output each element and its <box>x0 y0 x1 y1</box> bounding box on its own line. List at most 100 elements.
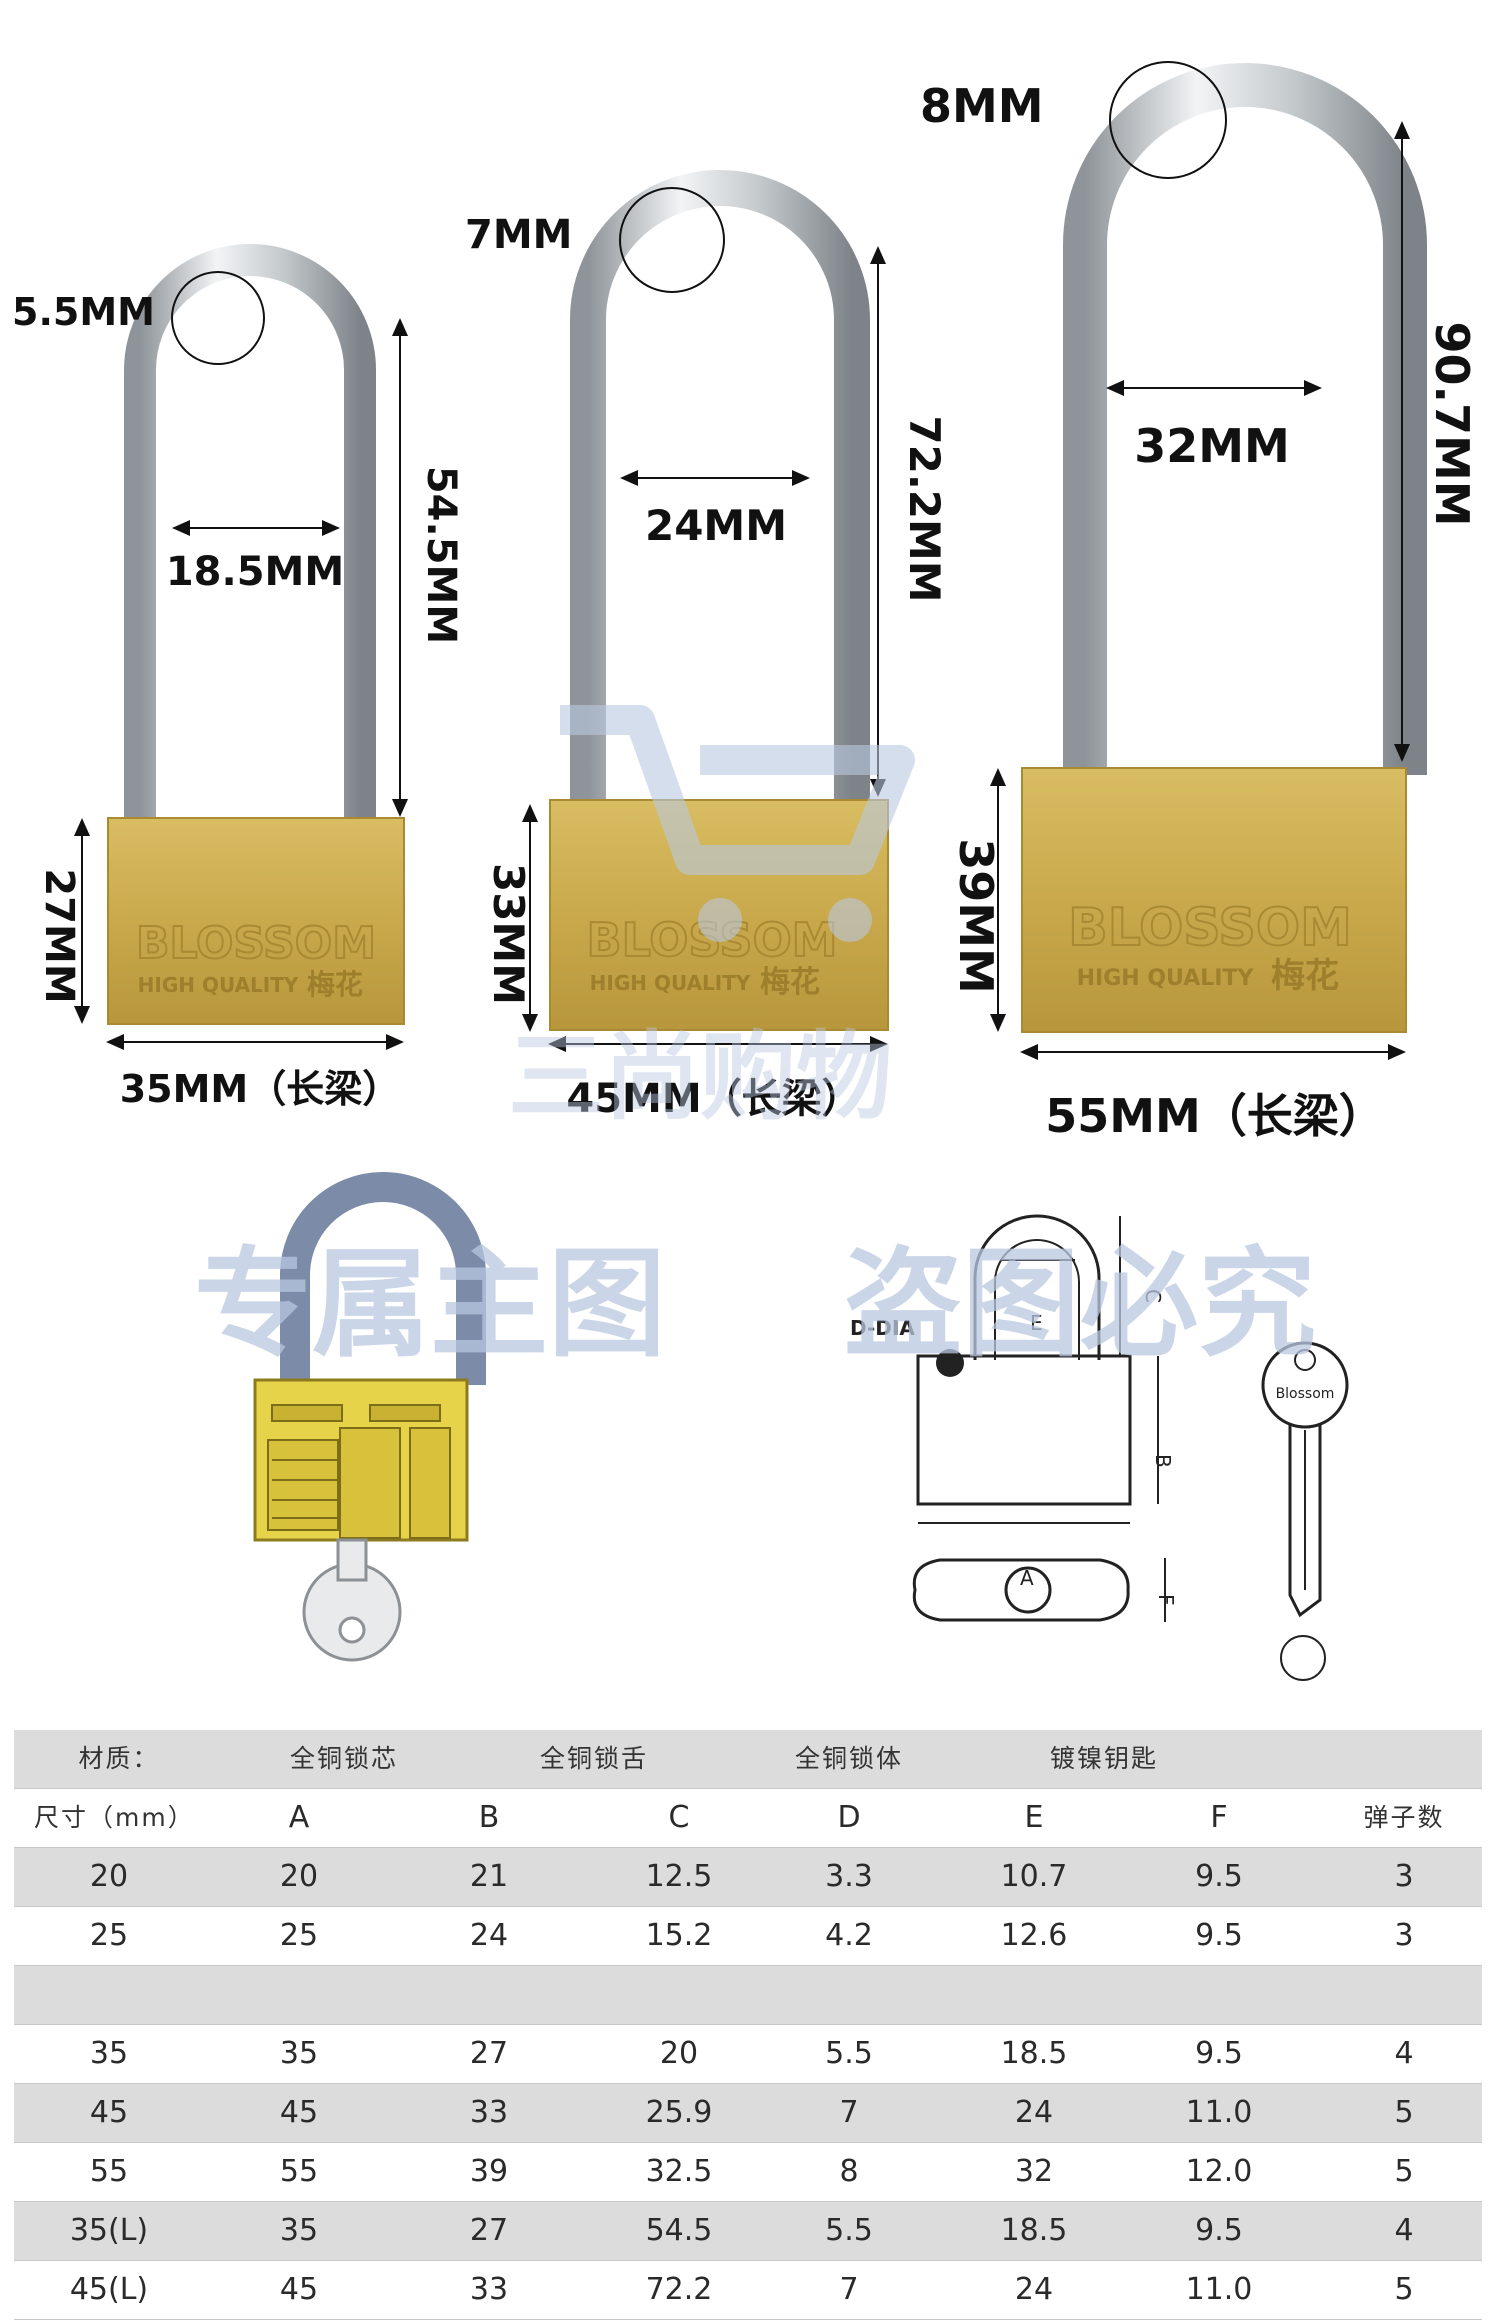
body-width-label: 35MM（长梁） <box>120 1067 401 1111</box>
brand-cn: 梅花 <box>760 965 820 1000</box>
header-c: C <box>668 1800 690 1835</box>
cart-icon <box>560 705 915 875</box>
table-cell: 45 <box>279 2272 319 2307</box>
brand-tagline: HIGH QUALITY <box>590 971 751 995</box>
table-cell: 33 <box>469 2272 509 2307</box>
shackle <box>570 170 870 805</box>
header-b: B <box>478 1800 500 1835</box>
table-cell: 5.5 <box>825 2036 873 2071</box>
material-tongue: 全铜锁舌 <box>539 1744 648 1773</box>
body-width-label: 45MM（长梁） <box>566 1076 861 1122</box>
table-cell: 9.5 <box>1195 2036 1243 2071</box>
table-cell: 32 <box>1014 2154 1054 2189</box>
body-height-label: 27MM <box>36 868 82 1003</box>
table-cell: 3.3 <box>825 1859 873 1894</box>
key-brand: Blossom <box>1276 1386 1335 1402</box>
diagram-label-c: C <box>1141 1289 1165 1303</box>
lock-body <box>107 817 405 1025</box>
table-row: 25 25 24 15.2 4.2 12.6 9.5 3 <box>14 1907 1482 1966</box>
diagram-label-f: F <box>1154 1594 1178 1606</box>
table-cell: 11.0 <box>1185 2095 1253 2130</box>
body-height-label: 39MM <box>949 838 1003 994</box>
table-cell: 20 <box>659 2036 699 2071</box>
table-cell: 27 <box>469 2213 509 2248</box>
inner-width-label: 32MM <box>1134 419 1290 473</box>
table-cell: 7 <box>839 2272 859 2307</box>
table-cell: 25.9 <box>645 2095 713 2130</box>
inner-width-label: 18.5MM <box>166 549 344 595</box>
watermark-left: 专属主图 <box>194 1235 666 1373</box>
table-cell: 72.2 <box>645 2272 713 2307</box>
technical-diagram: D-DIA E C B A F Blossom <box>850 1214 1349 1681</box>
table-row-empty <box>14 1966 1482 2025</box>
brand-tagline: HIGH QUALITY <box>1077 966 1255 991</box>
height-label: 72.2MM <box>900 415 949 602</box>
diagram-label-d: D-DIA <box>850 1316 915 1340</box>
table-cell: 24 <box>1014 2095 1054 2130</box>
table-cell: 54.5 <box>645 2213 713 2248</box>
diagram-bottom-view <box>912 1558 1130 1622</box>
table-cell: 4 <box>1394 2036 1414 2071</box>
body-width-label: 55MM（长梁） <box>1045 1089 1385 1143</box>
shackle-dia-label: 8MM <box>920 79 1044 133</box>
brand-cn: 梅花 <box>307 968 363 1001</box>
shackle-dia-label: 5.5MM <box>12 290 155 334</box>
header-f: F <box>1210 1800 1228 1835</box>
brand-cn: 梅花 <box>1271 956 1339 996</box>
header-row: 尺寸（mm） A B C D E F 弹子数 <box>14 1789 1482 1848</box>
diagram-label-a: A <box>1020 1566 1034 1590</box>
table-cell: 10.7 <box>1000 1859 1068 1894</box>
shackle-dia-marker <box>171 271 265 365</box>
table-cell: 5.5 <box>825 2213 873 2248</box>
table-cell: 9.5 <box>1195 1859 1243 1894</box>
header-size: 尺寸（mm） <box>34 1803 195 1832</box>
cutaway-lock <box>253 1172 486 1662</box>
table-cell: 18.5 <box>1000 2213 1068 2248</box>
header-pins: 弹子数 <box>1363 1803 1445 1832</box>
table-cell: 4.2 <box>825 1918 873 1953</box>
table-cell: 9.5 <box>1195 2213 1243 2248</box>
inner-width-label: 24MM <box>645 501 787 550</box>
table-cell: 9.5 <box>1195 1918 1243 1953</box>
table-cell: 3 <box>1394 1859 1414 1894</box>
table-cell: 21 <box>469 1859 509 1894</box>
store-watermark-text: 三尚购物 <box>508 1021 892 1133</box>
table-cell: 24 <box>469 1918 509 1953</box>
table-cell: 25 <box>89 1918 129 1953</box>
material-core: 全铜锁芯 <box>289 1744 398 1773</box>
key-head <box>1261 1341 1349 1429</box>
table-cell: 11.0 <box>1185 2272 1253 2307</box>
shackle <box>1063 63 1427 775</box>
table-cell: 12.5 <box>645 1859 713 1894</box>
spec-table: 材质： 全铜锁芯 全铜锁舌 全铜锁体 镀镍钥匙 尺寸（mm） A B C D E… <box>14 1730 1482 2320</box>
brand-name: BLOSSOM <box>136 918 376 969</box>
body-height-label: 33MM <box>484 863 533 1005</box>
key-end-view <box>1280 1635 1326 1681</box>
table-cell: 20 <box>89 1859 129 1894</box>
table-cell: 55 <box>279 2154 319 2189</box>
shackle-dia-marker <box>619 187 725 293</box>
table-row: 35(L) 35 27 54.5 5.5 18.5 9.5 4 <box>14 2202 1482 2261</box>
brand-name: BLOSSOM <box>1068 898 1352 958</box>
material-key: 镀镍钥匙 <box>1049 1744 1158 1773</box>
table-cell: 12.6 <box>1000 1918 1068 1953</box>
material-body: 全铜锁体 <box>794 1744 903 1773</box>
table-cell: 33 <box>469 2095 509 2130</box>
header-e: E <box>1024 1800 1044 1835</box>
padlock-size-figure: BLOSSOM HIGH QUALITY 梅花 5.5MM 18.5MM 54.… <box>12 61 1479 1143</box>
table-cell: 55 <box>89 2154 129 2189</box>
table-row: 45 45 33 25.9 7 24 11.0 5 <box>14 2084 1482 2143</box>
table-cell: 35 <box>279 2036 319 2071</box>
table-row: 55 55 39 32.5 8 32 12.0 5 <box>14 2143 1482 2202</box>
table-cell <box>34 1966 184 2024</box>
material-label: 材质： <box>78 1744 160 1773</box>
table-cell: 15.2 <box>645 1918 713 1953</box>
table-cell: 5 <box>1394 2095 1414 2130</box>
table-cell: 7 <box>839 2095 859 2130</box>
padlock-large: BLOSSOM HIGH QUALITY 梅花 8MM 32MM 90.7MM … <box>920 61 1479 1143</box>
shackle-dia-marker <box>1109 61 1227 179</box>
table-cell: 45 <box>89 2095 129 2130</box>
table-cell: 35 <box>89 2036 129 2071</box>
table-cell: 24 <box>1014 2272 1054 2307</box>
padlock-small: BLOSSOM HIGH QUALITY 梅花 5.5MM 18.5MM 54.… <box>12 244 464 1111</box>
